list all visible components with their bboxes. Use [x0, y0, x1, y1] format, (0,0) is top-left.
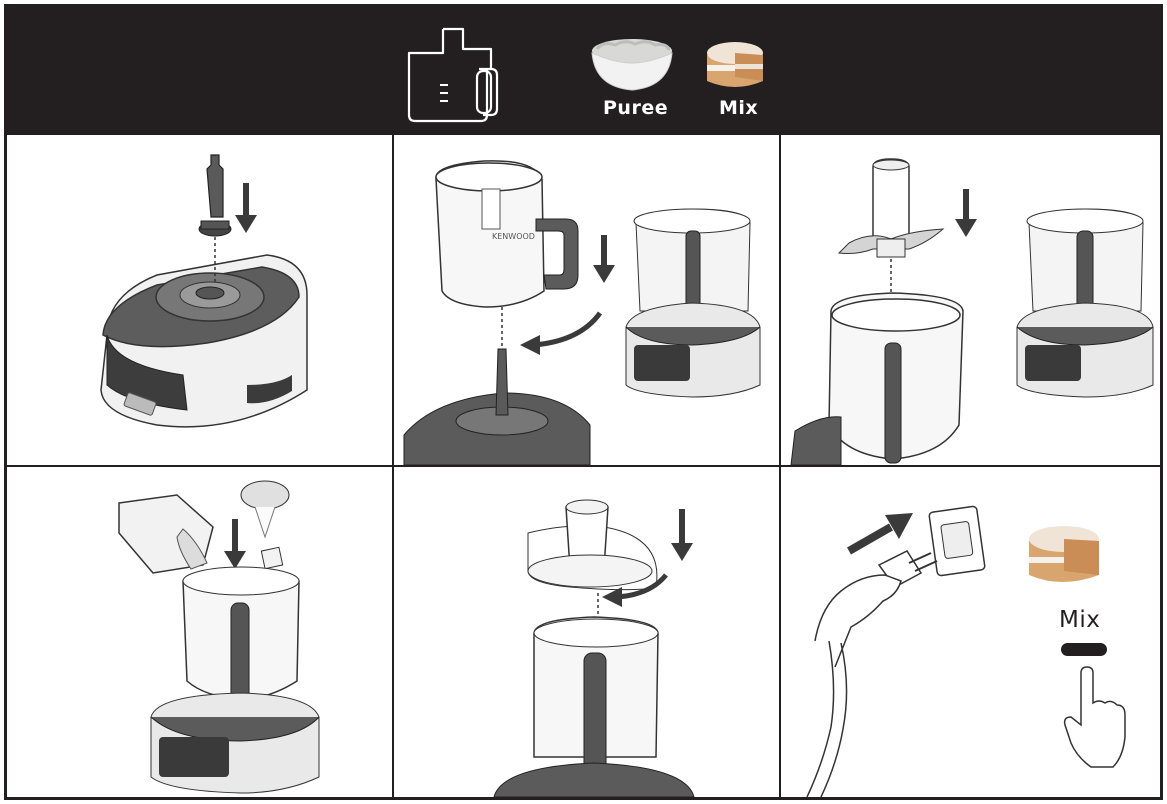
step-6-panel — [781, 467, 1160, 797]
puree-bowl-icon — [589, 37, 675, 93]
instruction-sheet: Puree Mix — [4, 4, 1163, 800]
food-processor-bowl-icon — [403, 23, 499, 125]
add-ingredients-icon — [7, 467, 392, 797]
kenwood-brand: KENWOOD — [492, 232, 535, 241]
blade-fit-icon — [781, 135, 1160, 465]
step-4-panel — [7, 467, 392, 797]
program-label-mix: Mix — [719, 97, 758, 119]
step-1-panel — [7, 135, 392, 465]
program-label-puree: Puree — [603, 97, 668, 119]
step-5-panel — [394, 467, 779, 797]
step-6-program-label: Mix — [1059, 607, 1100, 633]
step-2-panel: KENWOOD — [394, 135, 779, 465]
bowl-fit-icon: KENWOOD — [394, 135, 779, 465]
plug-in-icon — [781, 467, 1160, 797]
header-bar: Puree Mix — [7, 7, 1160, 135]
cake-icon — [705, 37, 765, 93]
step-3-panel — [781, 135, 1160, 465]
grid-divider — [7, 465, 1160, 467]
drive-shaft-icon — [7, 135, 392, 465]
lid-fit-icon — [394, 467, 779, 797]
steps-grid: KENWOOD — [7, 135, 1160, 797]
